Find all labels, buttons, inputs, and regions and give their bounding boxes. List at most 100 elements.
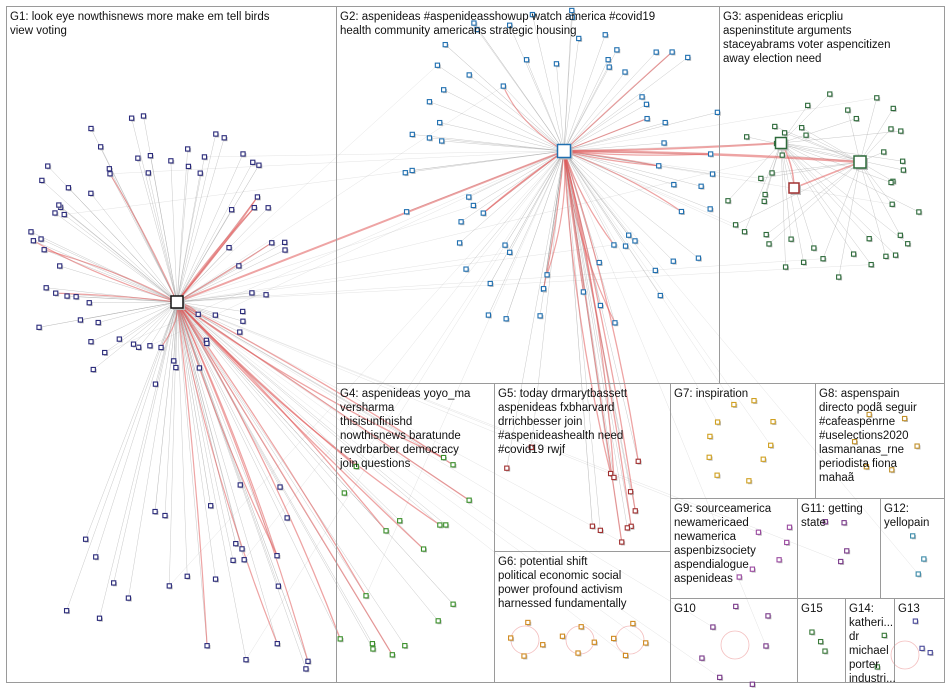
node[interactable] bbox=[397, 518, 403, 524]
hub-node[interactable] bbox=[788, 182, 800, 194]
node[interactable] bbox=[470, 202, 477, 209]
node[interactable] bbox=[800, 259, 807, 265]
node[interactable] bbox=[671, 181, 677, 188]
node[interactable] bbox=[762, 191, 768, 198]
node[interactable] bbox=[73, 294, 79, 300]
node[interactable] bbox=[744, 134, 750, 140]
node[interactable] bbox=[717, 674, 723, 681]
node[interactable] bbox=[88, 190, 94, 196]
node[interactable] bbox=[779, 152, 785, 158]
node[interactable] bbox=[230, 557, 236, 563]
node[interactable] bbox=[443, 522, 449, 528]
node[interactable] bbox=[912, 618, 919, 624]
node[interactable] bbox=[914, 443, 920, 449]
node[interactable] bbox=[440, 454, 447, 461]
node[interactable] bbox=[241, 557, 247, 563]
node[interactable] bbox=[652, 267, 658, 274]
node[interactable] bbox=[204, 643, 210, 649]
node[interactable] bbox=[147, 152, 154, 159]
node[interactable] bbox=[435, 618, 441, 624]
node[interactable] bbox=[707, 151, 714, 157]
node[interactable] bbox=[710, 624, 716, 630]
node[interactable] bbox=[788, 236, 794, 242]
node[interactable] bbox=[125, 595, 132, 601]
node[interactable] bbox=[874, 95, 880, 101]
node[interactable] bbox=[905, 241, 911, 247]
node[interactable] bbox=[341, 490, 347, 496]
node[interactable] bbox=[166, 583, 172, 589]
node[interactable] bbox=[277, 484, 283, 490]
node[interactable] bbox=[212, 576, 219, 582]
node[interactable] bbox=[657, 292, 663, 299]
node[interactable] bbox=[888, 126, 894, 132]
node[interactable] bbox=[699, 655, 705, 661]
node[interactable] bbox=[578, 624, 584, 630]
node[interactable] bbox=[528, 444, 534, 450]
node[interactable] bbox=[370, 646, 376, 652]
hub-node[interactable] bbox=[556, 143, 572, 159]
node[interactable] bbox=[30, 238, 37, 244]
node[interactable] bbox=[822, 648, 828, 654]
node[interactable] bbox=[363, 593, 369, 599]
node[interactable] bbox=[102, 349, 108, 356]
node[interactable] bbox=[426, 135, 433, 141]
node[interactable] bbox=[836, 274, 842, 280]
node[interactable] bbox=[249, 290, 255, 296]
node[interactable] bbox=[624, 525, 630, 531]
node[interactable] bbox=[662, 119, 668, 126]
node[interactable] bbox=[184, 573, 190, 579]
node[interactable] bbox=[632, 508, 638, 514]
node[interactable] bbox=[458, 219, 464, 225]
node[interactable] bbox=[53, 290, 59, 296]
node[interactable] bbox=[208, 503, 214, 509]
node[interactable] bbox=[171, 358, 177, 364]
node[interactable] bbox=[732, 222, 739, 228]
node[interactable] bbox=[140, 113, 147, 119]
node[interactable] bbox=[899, 158, 906, 164]
node[interactable] bbox=[881, 149, 887, 155]
node[interactable] bbox=[714, 109, 721, 115]
node[interactable] bbox=[695, 255, 702, 261]
node[interactable] bbox=[111, 580, 117, 586]
node[interactable] bbox=[626, 232, 632, 238]
node[interactable] bbox=[56, 202, 62, 208]
node[interactable] bbox=[614, 47, 620, 53]
node[interactable] bbox=[43, 285, 49, 291]
node[interactable] bbox=[781, 130, 788, 136]
node[interactable] bbox=[881, 632, 887, 639]
node[interactable] bbox=[95, 319, 101, 326]
node[interactable] bbox=[611, 474, 617, 481]
node[interactable] bbox=[236, 263, 242, 269]
node[interactable] bbox=[201, 154, 208, 160]
node[interactable] bbox=[145, 170, 151, 176]
node[interactable] bbox=[768, 442, 774, 448]
node[interactable] bbox=[529, 11, 536, 18]
node[interactable] bbox=[844, 548, 850, 554]
node[interactable] bbox=[442, 41, 448, 48]
node[interactable] bbox=[158, 344, 164, 351]
node[interactable] bbox=[632, 238, 638, 244]
node[interactable] bbox=[784, 539, 790, 546]
node[interactable] bbox=[82, 536, 89, 542]
node[interactable] bbox=[439, 138, 445, 144]
node[interactable] bbox=[611, 635, 617, 642]
node[interactable] bbox=[195, 311, 201, 317]
node[interactable] bbox=[889, 467, 895, 473]
node[interactable] bbox=[758, 175, 764, 182]
node[interactable] bbox=[786, 524, 793, 530]
node[interactable] bbox=[763, 643, 769, 649]
node[interactable] bbox=[147, 343, 153, 349]
node[interactable] bbox=[507, 249, 513, 255]
node[interactable] bbox=[130, 341, 137, 347]
node[interactable] bbox=[596, 259, 602, 266]
node[interactable] bbox=[575, 650, 581, 656]
node[interactable] bbox=[437, 119, 443, 126]
node[interactable] bbox=[474, 26, 480, 33]
node[interactable] bbox=[239, 546, 245, 552]
node[interactable] bbox=[772, 123, 778, 130]
node[interactable] bbox=[591, 639, 597, 645]
node[interactable] bbox=[369, 641, 376, 647]
node[interactable] bbox=[226, 244, 232, 251]
node[interactable] bbox=[197, 170, 203, 176]
node[interactable] bbox=[838, 558, 844, 565]
